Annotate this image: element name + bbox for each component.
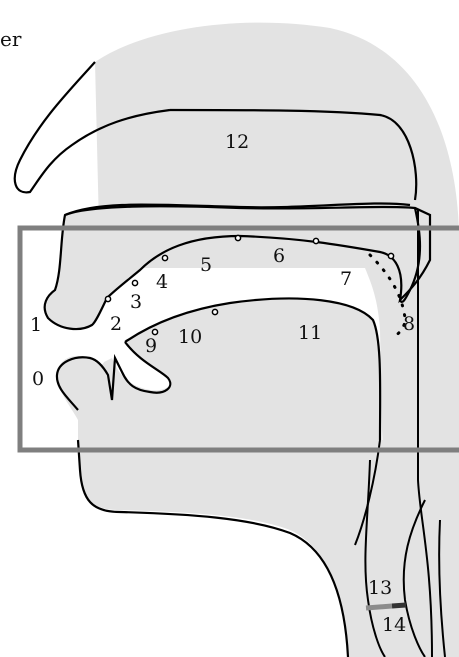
articulation-point xyxy=(105,296,110,301)
label-12: 12 xyxy=(225,131,249,153)
articulation-point xyxy=(132,280,137,285)
articulation-point xyxy=(212,309,217,314)
articulation-point xyxy=(152,329,157,334)
glottis-marker-dark xyxy=(392,605,406,606)
label-0: 0 xyxy=(32,368,44,390)
label-10: 10 xyxy=(178,326,202,348)
label-9: 9 xyxy=(145,335,157,357)
articulation-point xyxy=(313,238,318,243)
label-6: 6 xyxy=(273,245,285,267)
glottis-marker-light xyxy=(366,606,392,608)
caption-fragment: er xyxy=(0,27,22,51)
articulation-point xyxy=(235,235,240,240)
label-14: 14 xyxy=(382,614,406,636)
label-7: 7 xyxy=(340,268,352,290)
label-3: 3 xyxy=(130,291,142,313)
label-13: 13 xyxy=(368,577,392,599)
label-2: 2 xyxy=(110,313,122,335)
articulation-point xyxy=(388,253,393,258)
articulation-point xyxy=(162,255,167,260)
label-8: 8 xyxy=(403,313,415,335)
label-1: 1 xyxy=(30,314,42,336)
label-5: 5 xyxy=(200,254,212,276)
label-11: 11 xyxy=(298,322,322,344)
label-4: 4 xyxy=(156,271,168,293)
tongue-region xyxy=(57,298,380,440)
